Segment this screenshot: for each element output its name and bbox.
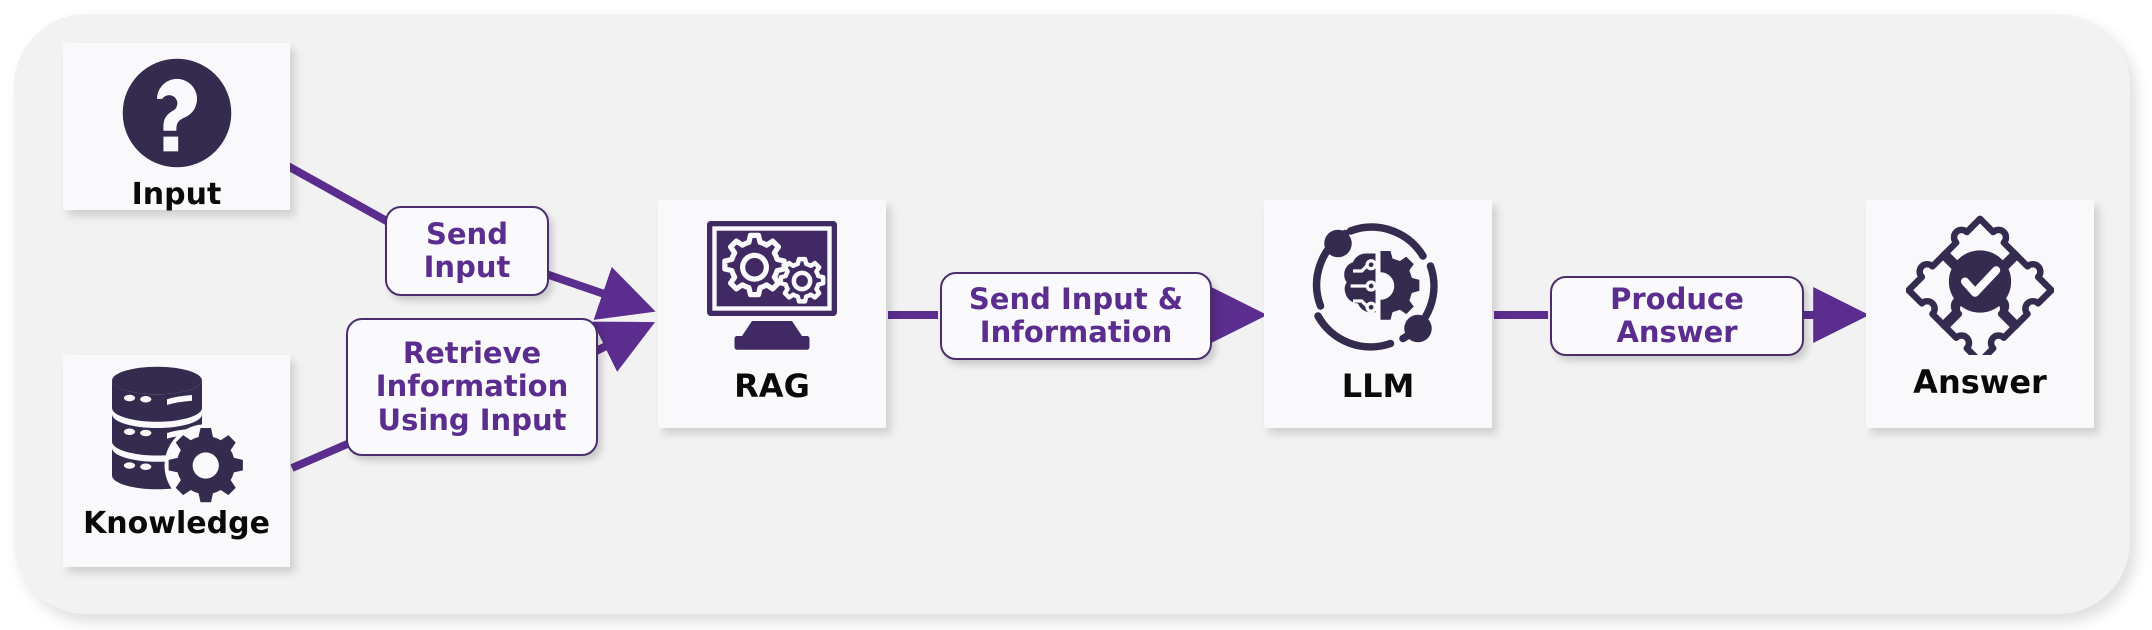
node-input-label: Input <box>131 177 222 212</box>
node-input[interactable]: Input <box>63 43 290 210</box>
edge-label-produce-line1: Produce <box>1610 281 1744 316</box>
brain-gear-circle-icon <box>1305 216 1451 356</box>
edge-label-send-input-line2: Input <box>423 250 511 284</box>
question-mark-circle-icon <box>118 55 236 170</box>
node-rag-label: RAG <box>734 367 810 405</box>
node-answer[interactable]: Answer <box>1866 200 2094 428</box>
edge-label-send-input[interactable]: Send Input <box>385 206 549 296</box>
node-answer-label: Answer <box>1913 363 2047 401</box>
edge-label-send-info-line1: Send Input & <box>968 281 1184 316</box>
edge-label-produce-line2: Answer <box>1616 315 1738 349</box>
edge-label-send-info-line2: Information <box>979 315 1173 349</box>
monitor-gears-icon <box>697 216 847 356</box>
database-gear-icon <box>102 363 252 503</box>
puzzle-check-icon <box>1906 214 2054 355</box>
edge-label-send-input-line1: Send <box>426 216 508 251</box>
node-llm[interactable]: LLM <box>1264 200 1492 428</box>
edge-label-retrieve-line1: Retrieve <box>402 336 542 371</box>
node-knowledge-label: Knowledge <box>83 506 270 541</box>
edge-label-produce-answer[interactable]: Produce Answer <box>1550 276 1804 356</box>
edge-label-retrieve-line3: Using Input <box>377 402 567 437</box>
edge-label-retrieve-line2: Information <box>375 369 569 404</box>
node-llm-label: LLM <box>1341 367 1415 405</box>
node-knowledge[interactable]: Knowledge <box>63 355 290 567</box>
edge-label-send-input-information[interactable]: Send Input & Information <box>940 272 1212 360</box>
node-rag[interactable]: RAG <box>658 200 886 428</box>
edge-label-retrieve-information[interactable]: Retrieve Information Using Input <box>346 318 598 456</box>
